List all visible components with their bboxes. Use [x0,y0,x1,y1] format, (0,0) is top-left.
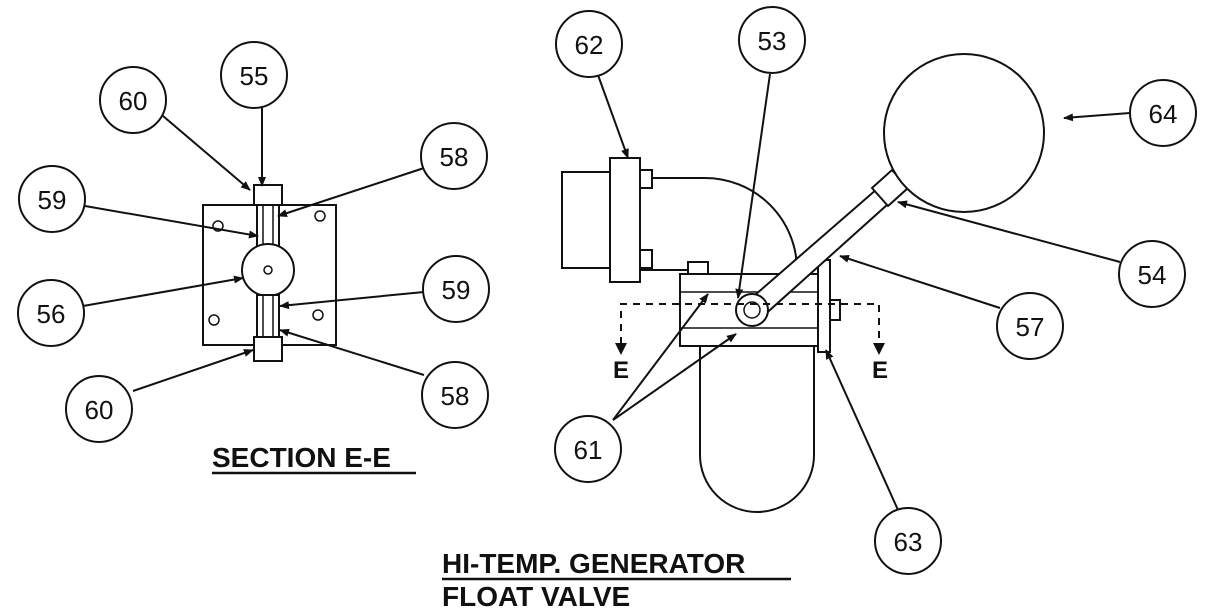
callout-bubble [554,415,622,483]
callout-61: 61 [554,415,622,483]
leader-60-bottom [132,349,254,392]
leader-64 [1063,112,1131,122]
callout-59-top: 59 [18,165,86,233]
main-title-line2: FLOAT VALVE [442,581,630,612]
bottom-cap [253,336,283,362]
callout-label: 58 [440,142,469,172]
section-cut-line [620,303,880,344]
leader-58-bottom [279,328,425,376]
callout-label: 53 [758,26,787,56]
callout-label: 54 [1138,260,1167,290]
pivot-pin [735,293,769,327]
section-marker-right: E [872,357,888,384]
section-title-text: SECTION E-E [212,442,391,473]
section-line-e-e: E E [613,303,888,384]
valve-body [699,344,815,513]
callout-bubble [99,66,167,134]
callout-bubble [738,6,806,74]
callout-label: 64 [1149,99,1178,129]
callout-60-bottom: 60 [65,375,133,443]
callout-55: 55 [220,41,288,109]
side-plate [817,259,831,353]
callout-57: 57 [996,292,1064,360]
callout-bubble [1129,79,1197,147]
leader-60-top [162,115,251,191]
callout-bubble [422,255,490,323]
callout-label: 55 [240,61,269,91]
callout-bubble [420,122,488,190]
top-cap [253,184,283,206]
section-marker-left: E [613,357,629,384]
callout-62: 62 [555,10,623,78]
leader-63 [825,349,899,511]
callout-58-top: 58 [420,122,488,190]
callout-53: 53 [738,6,806,74]
leader-57 [839,254,1001,309]
mounting-hole [208,314,220,326]
leader-53 [735,73,771,299]
flange-bolt [639,169,653,189]
callout-label: 59 [442,275,471,305]
upper-stem [256,204,280,248]
callout-label: 58 [441,381,470,411]
flange [609,157,641,283]
leader-58-top [277,167,425,217]
callout-bubble [17,279,85,347]
callout-bubble [421,361,489,429]
callout-64: 64 [1129,79,1197,147]
leader-54 [897,200,1121,263]
callout-bubble [220,41,288,109]
leader-61-b [612,333,737,421]
callout-bubble [1118,240,1186,308]
callout-label: 63 [894,527,923,557]
lower-stem [256,294,280,338]
pivot-center [743,301,761,319]
leader-61-a [612,293,709,421]
mounting-hole [212,220,224,232]
callout-59-bottom: 59 [422,255,490,323]
leader-62 [597,74,629,159]
callout-63: 63 [874,507,942,575]
callout-label: 59 [38,185,67,215]
plate-nut [829,299,841,321]
section-arrow [615,343,627,355]
callout-bubble [996,292,1064,360]
leader-59-top [84,205,259,239]
main-title: HI-TEMP. GENERATOR FLOAT VALVE [442,548,791,612]
callout-label: 62 [575,30,604,60]
callout-bubble [65,375,133,443]
main-title-line1: HI-TEMP. GENERATOR [442,548,745,579]
float-ball [883,53,1045,213]
ball-center [263,265,273,275]
valve-ball [241,243,295,297]
flange-bolt [639,249,653,269]
callout-56: 56 [17,279,85,347]
section-arrow [873,343,885,355]
section-title: SECTION E-E [212,442,416,475]
callout-58-bottom: 58 [421,361,489,429]
callout-bubble [18,165,86,233]
callout-label: 61 [574,435,603,465]
leader-56 [82,275,244,307]
callout-60-top: 60 [99,66,167,134]
leader-59-bottom [279,291,425,310]
callout-bubble [874,507,942,575]
inlet-body [561,171,611,269]
callout-label: 57 [1016,312,1045,342]
callout-label: 56 [37,299,66,329]
callout-label: 60 [119,86,148,116]
callout-bubble [555,10,623,78]
section-e-e-view [202,184,337,362]
mounting-hole [312,309,324,321]
callout-54: 54 [1118,240,1186,308]
float-valve-assembly [561,53,1045,513]
leader-lines [82,73,1131,511]
mounting-hole [314,210,326,222]
callout-label: 60 [85,395,114,425]
